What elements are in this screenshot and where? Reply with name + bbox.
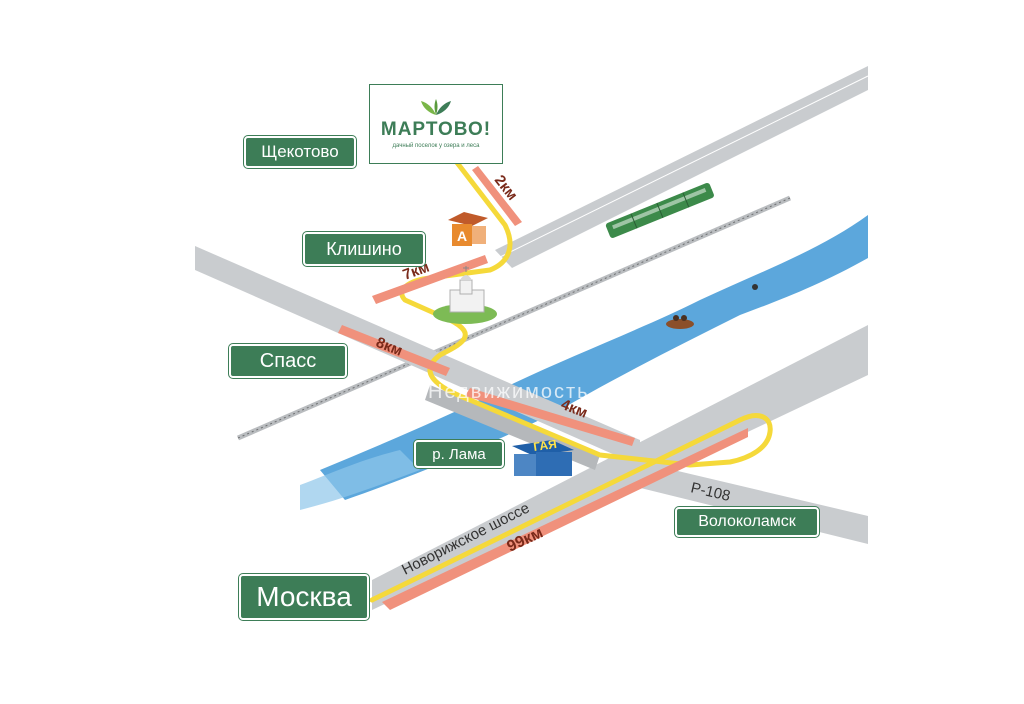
logo-subtitle: дачный поселок у озера и леса [392, 143, 480, 149]
river [320, 215, 868, 500]
watermark: Недвижимость [428, 381, 590, 403]
shop-sign: ГАЯ [532, 437, 557, 454]
place-label-spass: Спасс [229, 344, 347, 378]
place-label-klishino: Клишино [303, 232, 425, 266]
church-icon [433, 266, 497, 324]
logo-title: МАРТОВО! [380, 119, 492, 140]
place-label-shchekotovo: Щекотово [244, 136, 356, 168]
buoy-icon [752, 284, 758, 290]
bus-stop-icon: A [448, 212, 488, 246]
boat-icon [666, 315, 694, 329]
train-icon [605, 182, 714, 238]
place-label-lama-river: р. Лама [414, 440, 504, 468]
river-shallow [300, 450, 420, 510]
martovo-logo: МАРТОВО! дачный поселок у озера и леса [369, 84, 503, 164]
railway [237, 195, 791, 441]
bus-stop-letter: A [457, 228, 467, 244]
place-label-volokolamsk: Волоколамск [675, 507, 819, 537]
place-label-moskva: Москва [239, 574, 369, 620]
northern-road [495, 66, 868, 268]
leaves-icon [421, 99, 451, 115]
shop-icon: ГАЯ [512, 437, 574, 476]
